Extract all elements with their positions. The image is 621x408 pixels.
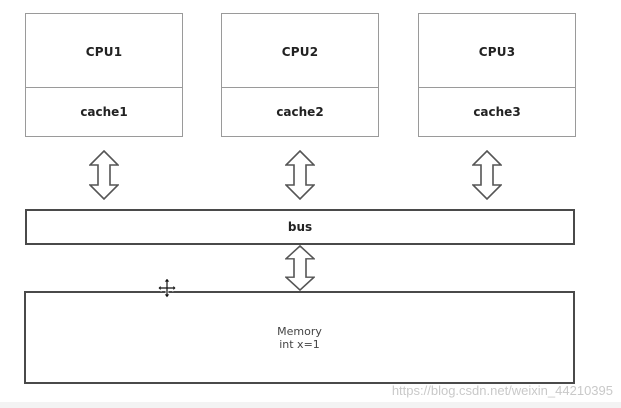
- cpu-unit-2: CPU2 cache2: [221, 13, 379, 137]
- memory-box: Memory int x=1: [24, 291, 575, 384]
- memory-title: Memory: [277, 324, 322, 338]
- cpu-unit-1: CPU1 cache1: [25, 13, 183, 137]
- cache-label: cache1: [26, 87, 182, 136]
- bottom-strip: [0, 402, 621, 408]
- bus-label: bus: [287, 220, 313, 234]
- cpu-label: CPU3: [478, 44, 516, 59]
- double-arrow-icon: [285, 245, 315, 291]
- watermark: https://blog.csdn.net/weixin_44210395: [391, 383, 613, 398]
- cpu-label: CPU1: [85, 44, 123, 59]
- double-arrow-icon: [285, 150, 315, 200]
- double-arrow-icon: [472, 150, 502, 200]
- cache-label: cache2: [222, 87, 378, 136]
- cache-label: cache3: [419, 87, 575, 136]
- memory-content: int x=1: [279, 337, 320, 351]
- cpu-unit-3: CPU3 cache3: [418, 13, 576, 137]
- move-cursor-icon: [157, 277, 177, 299]
- bus-box: bus: [25, 209, 575, 245]
- double-arrow-icon: [89, 150, 119, 200]
- cpu-label: CPU2: [281, 44, 319, 59]
